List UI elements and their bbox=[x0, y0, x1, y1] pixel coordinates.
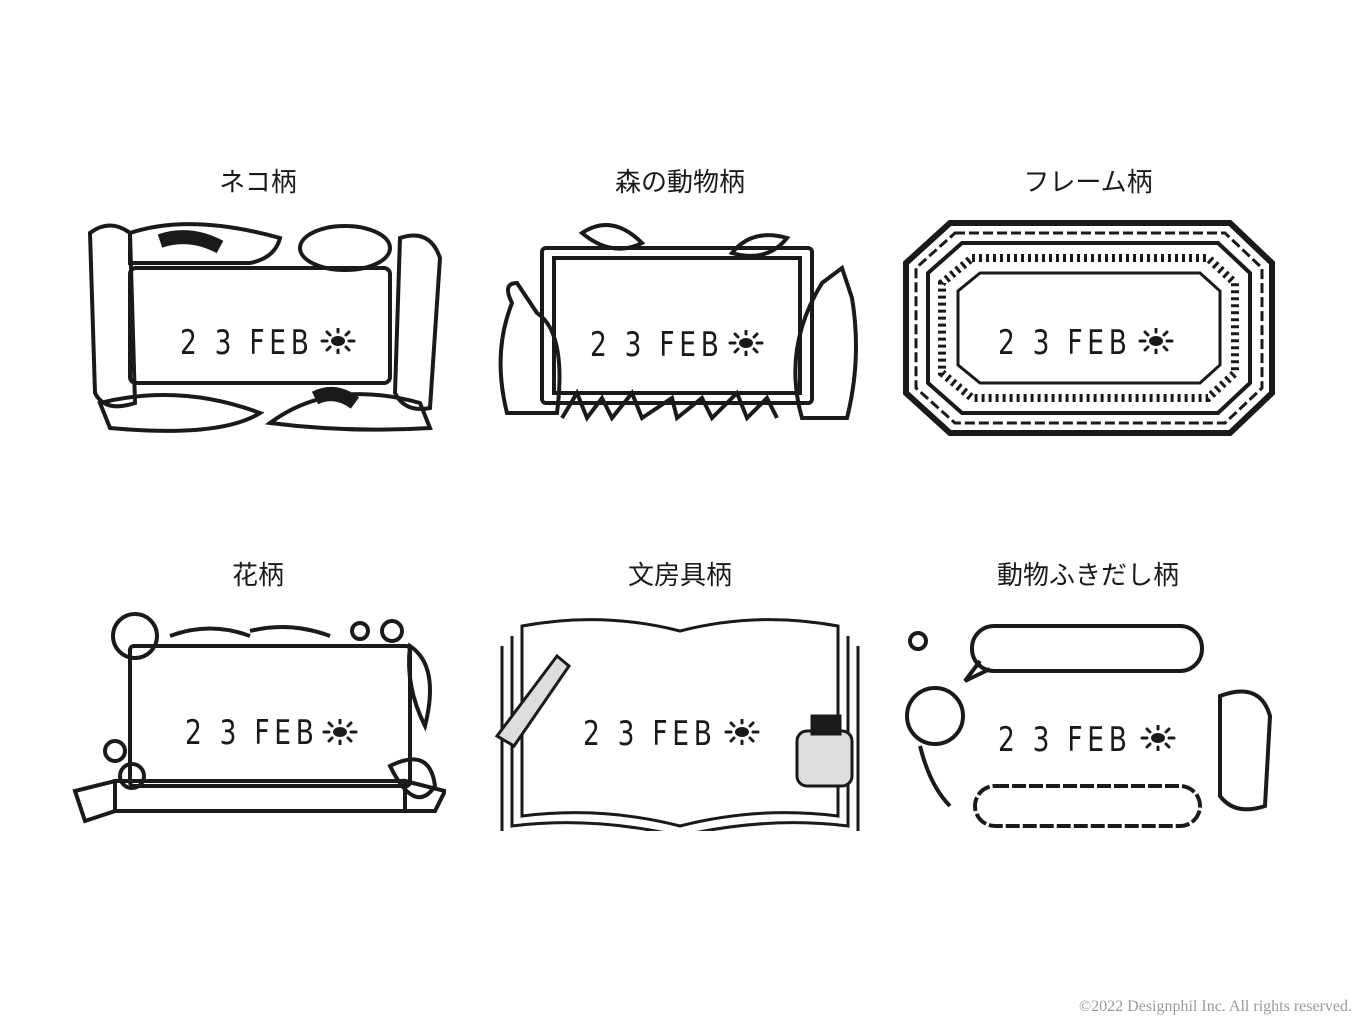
sun-icon bbox=[1140, 725, 1176, 751]
sun-icon bbox=[322, 719, 358, 745]
sun-icon bbox=[320, 328, 356, 354]
stamp-flower: 花柄 2 3 FEB bbox=[58, 561, 458, 891]
date-text: 2 3 FEB bbox=[180, 323, 314, 363]
stamp-frame: フレーム柄 2 3 FEB bbox=[888, 168, 1288, 498]
date-text: 2 3 FEB bbox=[998, 323, 1132, 363]
animal-speech-bubble-illustration bbox=[905, 624, 1273, 828]
stamp-cat: ネコ柄 2 3 FEB bbox=[58, 168, 458, 498]
open-book-illustration bbox=[494, 618, 860, 831]
stamp-animal-speech-bubble: 動物ふきだし柄 2 3 FEB bbox=[888, 561, 1288, 891]
stamp-forest-animals: 森の動物柄 2 3 FEB bbox=[480, 168, 880, 498]
forest-animals-frame-illustration bbox=[498, 223, 858, 423]
stamp-title: 動物ふきだし柄 bbox=[996, 561, 1179, 591]
sun-icon bbox=[724, 719, 760, 745]
sun-icon bbox=[728, 330, 764, 356]
stamp-title: 森の動物柄 bbox=[614, 168, 745, 198]
stamp-title: 文房具柄 bbox=[627, 561, 732, 591]
copyright-notice: ©2022 Designphil Inc. All rights reserve… bbox=[1079, 998, 1352, 1015]
stamp-title: ネコ柄 bbox=[219, 168, 297, 198]
date-text: 2 3 FEB bbox=[590, 325, 724, 365]
date-text: 2 3 FEB bbox=[998, 720, 1132, 760]
sun-icon bbox=[1138, 328, 1174, 354]
cat-frame-illustration bbox=[87, 222, 443, 433]
ornamental-frame-illustration bbox=[903, 220, 1275, 436]
stamp-title: フレーム柄 bbox=[1023, 168, 1153, 198]
date-text: 2 3 FEB bbox=[583, 714, 717, 754]
stamp-stationery: 文房具柄 2 3 FEB bbox=[480, 561, 880, 891]
date-text: 2 3 FEB bbox=[185, 713, 319, 753]
stamp-title: 花柄 bbox=[231, 561, 284, 591]
flower-frame-illustration bbox=[72, 612, 446, 824]
